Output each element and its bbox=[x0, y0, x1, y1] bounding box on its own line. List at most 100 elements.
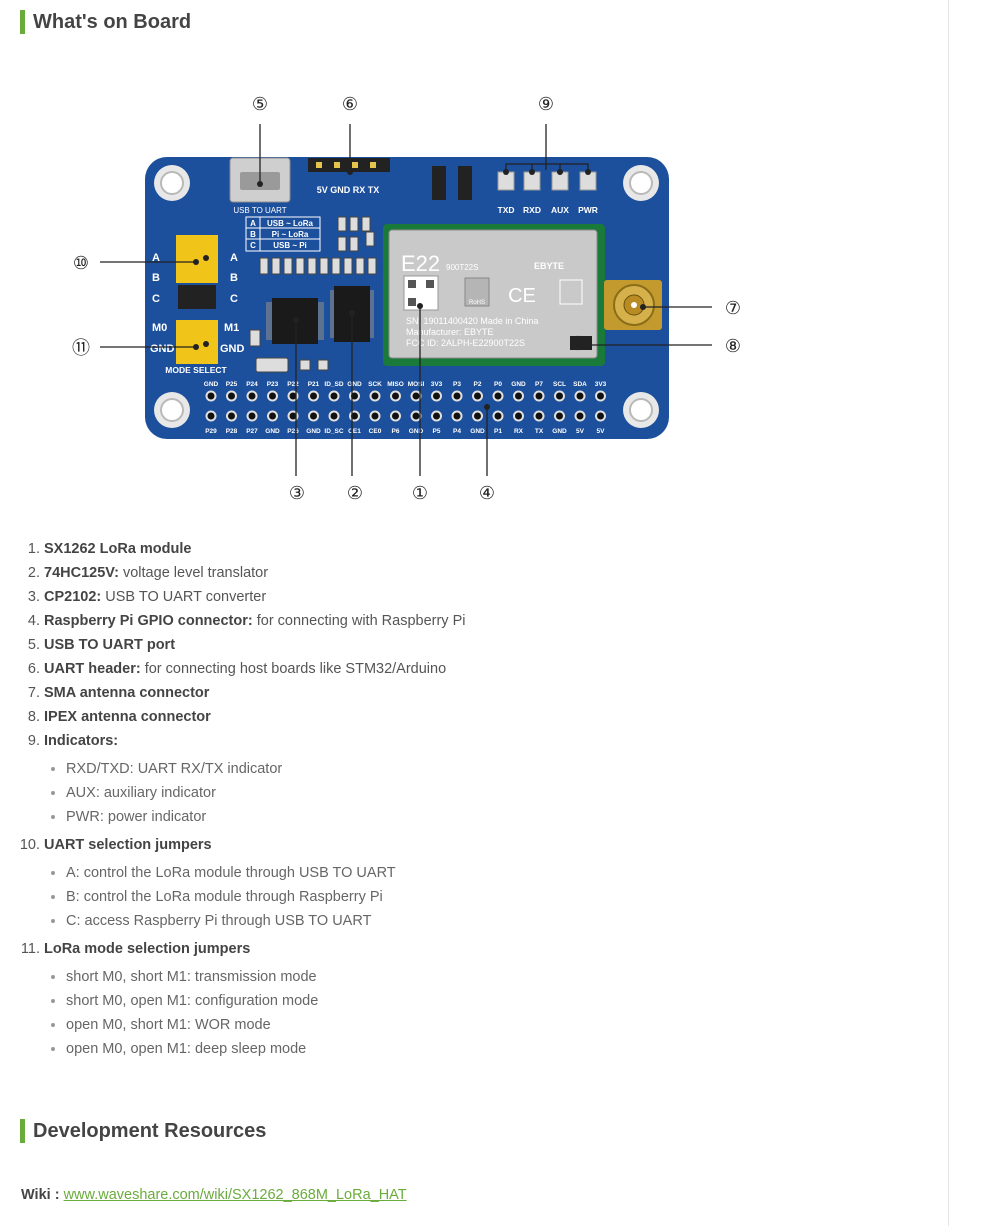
gpio-bottom-label: ID_SC bbox=[324, 428, 343, 435]
gpio-top-label: SDA bbox=[573, 381, 587, 388]
gpio-top-label: MISO bbox=[387, 381, 404, 388]
gpio-pin bbox=[226, 390, 237, 402]
gpio-pin bbox=[554, 390, 565, 402]
feature-subitem: open M0, short M1: WOR mode bbox=[66, 1013, 944, 1037]
gpio-pin bbox=[246, 390, 258, 402]
gpio-bottom-label: P5 bbox=[433, 428, 441, 435]
module-sn: SN: 19011400420 Made in China bbox=[406, 316, 538, 326]
gpio-bottom-label: 5V bbox=[597, 428, 606, 435]
mounting-holes bbox=[154, 165, 659, 428]
feature-subitem: RXD/TXD: UART RX/TX indicator bbox=[66, 757, 944, 781]
feature-sublist: RXD/TXD: UART RX/TX indicatorAUX: auxili… bbox=[44, 757, 944, 829]
gpio-pin bbox=[267, 410, 278, 422]
gpio-pin bbox=[205, 390, 217, 402]
gpio-pin bbox=[226, 410, 237, 422]
gpio-bottom-label: CE0 bbox=[369, 428, 382, 435]
jumper-side-b: B bbox=[152, 272, 160, 284]
feature-name: UART selection jumpers bbox=[44, 837, 212, 853]
feature-item: CP2102: USB TO UART converter bbox=[44, 585, 944, 609]
gpio-bottom-label: P1 bbox=[494, 428, 502, 435]
gpio-pin bbox=[451, 390, 463, 402]
callout-10: ⑩ bbox=[73, 253, 89, 274]
feature-subitem: C: access Raspberry Pi through USB TO UA… bbox=[66, 909, 944, 933]
gpio-pin bbox=[492, 390, 504, 402]
gpio-pin bbox=[595, 410, 606, 422]
feature-item: Raspberry Pi GPIO connector: for connect… bbox=[44, 609, 944, 633]
gpio-top-label: P7 bbox=[535, 381, 543, 388]
gpio-pin bbox=[328, 410, 340, 422]
gpio-pin bbox=[267, 390, 278, 402]
callout-9: ⑨ bbox=[538, 94, 554, 115]
gpio-top-label: P25 bbox=[226, 381, 238, 388]
gpio-pin bbox=[369, 410, 381, 422]
feature-name: LoRa mode selection jumpers bbox=[44, 941, 251, 957]
gpio-pin bbox=[574, 390, 586, 402]
feature-item: SX1262 LoRa module bbox=[44, 537, 944, 561]
gpio-top-label: SCL bbox=[553, 381, 566, 388]
uart-header-label: 5V GND RX TX bbox=[317, 185, 380, 195]
content-area: What's on Board USB TO UART bbox=[0, 0, 948, 1226]
led-label-pwr: PWR bbox=[578, 205, 598, 215]
feature-name: USB TO UART port bbox=[44, 637, 176, 653]
callout-11: ⑪ bbox=[72, 338, 90, 359]
gpio-bottom-label: P26 bbox=[287, 428, 299, 435]
gpio-top-label: ID_SD bbox=[324, 381, 343, 388]
jumper-side-gnd2: GND bbox=[220, 343, 245, 355]
gpio-pin bbox=[513, 410, 524, 422]
gpio-top-label: P0 bbox=[494, 381, 502, 388]
gpio-top-label: MOSI bbox=[408, 381, 425, 388]
feature-name: CP2102: bbox=[44, 589, 102, 605]
gpio-bottom-label: P6 bbox=[392, 428, 400, 435]
gpio-bottom-label: GND bbox=[552, 428, 567, 435]
feature-subitem: open M0, open M1: deep sleep mode bbox=[66, 1037, 944, 1061]
lora-module: E22 900T22S EBYTE RoHS CE SN: 1901140042… bbox=[383, 224, 605, 366]
gpio-bottom-label: P27 bbox=[246, 428, 258, 435]
uart-selection-jumpers bbox=[176, 235, 218, 309]
board-figure: USB TO UART 5V GND RX TX TXD RXD bbox=[0, 80, 948, 520]
jumper-table: A USB ~ LoRa B Pi ~ LoRa C USB ~ Pi bbox=[245, 216, 321, 252]
gpio-bottom-label: P4 bbox=[453, 428, 461, 435]
callout-8: ⑧ bbox=[725, 336, 741, 357]
gpio-pin bbox=[472, 390, 483, 402]
feature-item: IPEX antenna connector bbox=[44, 705, 944, 729]
gpio-pin bbox=[492, 410, 504, 422]
jumper-text-b: Pi ~ LoRa bbox=[272, 230, 309, 239]
gpio-bottom-label: RX bbox=[514, 428, 524, 435]
gpio-connector bbox=[205, 390, 606, 422]
jumper-side-m0: M0 bbox=[152, 322, 167, 334]
gpio-top-label: P21 bbox=[308, 381, 320, 388]
ce-mark: CE bbox=[508, 285, 536, 307]
right-divider bbox=[948, 0, 949, 1226]
feature-subitem: B: control the LoRa module through Raspb… bbox=[66, 885, 944, 909]
gpio-pin bbox=[308, 390, 319, 402]
feature-item: UART selection jumpers A: control the LoR… bbox=[44, 833, 944, 933]
gpio-pin bbox=[287, 390, 299, 402]
callout-2: ② bbox=[347, 483, 363, 504]
gpio-pin bbox=[533, 390, 545, 402]
gpio-pin bbox=[246, 410, 258, 422]
callout-4: ④ bbox=[479, 483, 495, 504]
jumper-text-c: USB ~ Pi bbox=[273, 241, 307, 250]
gpio-pin bbox=[390, 390, 401, 402]
wiki-link[interactable]: www.waveshare.com/wiki/SX1262_868M_LoRa_… bbox=[63, 1187, 407, 1203]
jumper-side-a: A bbox=[152, 252, 160, 264]
gpio-pin bbox=[369, 390, 381, 402]
jumper-key-c: C bbox=[250, 241, 256, 250]
jumper-side-a-right: A bbox=[230, 252, 238, 264]
gpio-top-label: GND bbox=[347, 381, 362, 388]
module-model: E22 bbox=[401, 251, 440, 276]
gpio-top-label: GND bbox=[204, 381, 219, 388]
feature-item: UART header: for connecting host boards … bbox=[44, 657, 944, 681]
feature-subitem: A: control the LoRa module through USB T… bbox=[66, 861, 944, 885]
gpio-bottom-label: GND bbox=[306, 428, 321, 435]
gpio-pin bbox=[328, 390, 340, 402]
gpio-bottom-label: 5V bbox=[576, 428, 585, 435]
gpio-bottom-label: GND bbox=[265, 428, 280, 435]
feature-item: SMA antenna connector bbox=[44, 681, 944, 705]
feature-item: 74HC125V: voltage level translator bbox=[44, 561, 944, 585]
jumper-key-b: B bbox=[250, 230, 256, 239]
feature-name: Indicators: bbox=[44, 733, 119, 749]
gpio-pin bbox=[513, 390, 524, 402]
jumper-side-gnd: GND bbox=[150, 343, 175, 355]
